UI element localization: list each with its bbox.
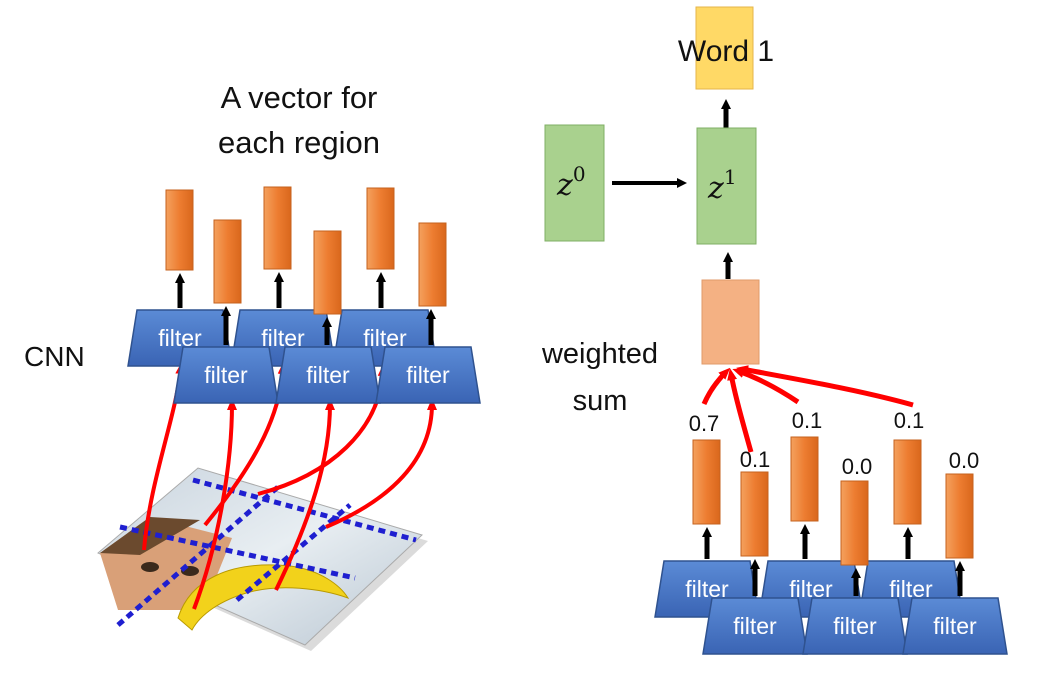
left-filter-front-1: filter [173, 346, 279, 404]
filter-label: filter [833, 613, 877, 639]
right-vector-1 [692, 439, 721, 525]
left-caption-line1: A vector for [221, 80, 378, 115]
right-filter-front-1: filter [702, 597, 808, 655]
attention-weight-2: 0.1 [740, 447, 771, 472]
filter-label: filter [306, 362, 350, 388]
left-filter-front-3: filter [375, 346, 481, 404]
cnn-label: CNN [24, 341, 85, 372]
attention-weight-arrows [701, 365, 914, 453]
filter-label: filter [733, 613, 777, 639]
right-filter-front-2: filter [802, 597, 908, 655]
filter-label: filter [204, 362, 248, 388]
attention-weight-3: 0.1 [792, 408, 823, 433]
weighted-label-line2: sum [573, 385, 628, 417]
attention-arrow-2 [727, 368, 754, 453]
left-vector-1 [165, 189, 194, 271]
left-vector-2 [213, 219, 242, 304]
left-vector-3 [263, 186, 292, 270]
attention-weight-5: 0.1 [894, 408, 925, 433]
attention-weights: 0.7 0.1 0.1 0.0 0.1 0.0 [689, 408, 980, 479]
left-vector-4 [313, 230, 342, 315]
weighted-sum-box [701, 279, 760, 365]
left-vector-6 [418, 222, 447, 307]
attention-weight-4: 0.0 [842, 454, 873, 479]
word-label: Word 1 [678, 35, 774, 68]
z1-label: z1 [707, 165, 737, 206]
right-vector-4 [840, 480, 869, 566]
left-filter-front-2: filter [275, 346, 381, 404]
attention-arrow-1 [701, 367, 731, 406]
left-vector-5 [366, 187, 395, 270]
z0-box [544, 124, 605, 242]
filter-label: filter [406, 362, 450, 388]
left-caption-line2: each region [218, 125, 380, 160]
right-vector-5 [893, 439, 922, 525]
attention-weight-6: 0.0 [949, 448, 980, 473]
left-region-arrow-5 [274, 398, 335, 591]
z1-box [696, 127, 757, 245]
right-region-vectors [692, 436, 974, 596]
weighted-label-line1: weighted [541, 338, 658, 370]
right-vector-3 [790, 436, 819, 522]
left-region-arrow-6 [325, 398, 437, 529]
input-image [97, 467, 428, 651]
right-vector-6 [945, 473, 974, 559]
word-output-box [695, 6, 754, 90]
attention-arrow-4 [736, 365, 914, 408]
right-vector-2 [740, 471, 769, 557]
left-region-vectors [165, 186, 447, 345]
attention-weight-1: 0.7 [689, 411, 720, 436]
z0-label: z0 [556, 162, 586, 203]
right-filter-front-3: filter [902, 597, 1008, 655]
filter-label: filter [933, 613, 977, 639]
